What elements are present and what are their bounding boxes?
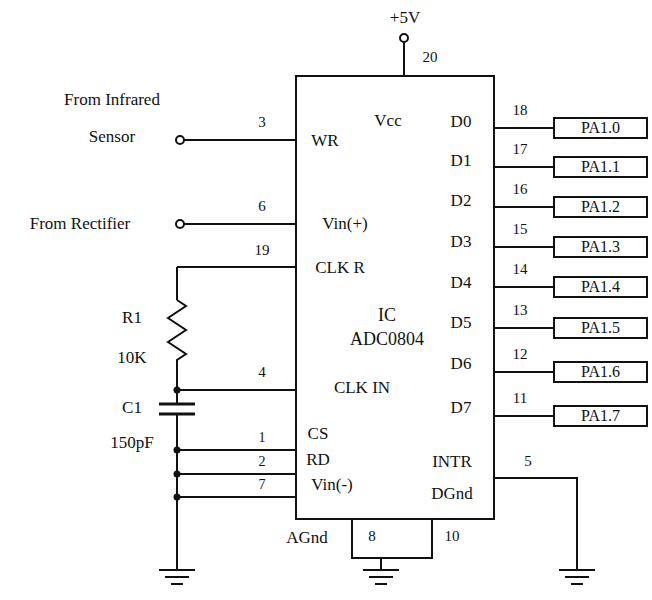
pin-name: CLK IN [334,378,390,398]
port-label: PA1.2 [581,198,620,216]
port-box: PA1.6 [553,361,648,383]
pin-number: 16 [513,181,528,198]
port-box: PA1.0 [553,117,648,139]
ground-symbol [363,570,399,584]
pin-name: D2 [451,191,472,211]
wire [184,223,295,225]
wire [352,520,432,558]
port-label: PA1.0 [581,119,620,137]
pin-name: CS [308,424,329,444]
pin-number: 19 [255,242,270,259]
component-label: C1 [122,398,142,418]
pin-name: RD [306,450,330,470]
pin-name: DGnd [431,484,473,504]
junction-dot [174,471,181,478]
pin-name: Vin(+) [322,214,367,234]
ic-chip: IC ADC0804 [295,75,495,520]
component-value: 150pF [110,433,153,453]
wire [177,266,295,268]
port-label: PA1.1 [581,158,620,176]
pin-name: AGnd [286,528,328,548]
port-box: PA1.5 [553,317,648,339]
junction-dot [174,494,181,501]
port-box: PA1.4 [553,276,648,298]
pin-name: D4 [451,273,472,293]
pin-name: Vcc [374,111,401,131]
wire [177,449,295,451]
wire [176,414,178,570]
junction-dot [174,447,181,454]
wire [176,368,178,404]
pin-number: 20 [423,49,438,66]
pin-number: 3 [258,114,266,131]
data-wire [495,166,553,168]
pin-name: D0 [451,112,472,132]
pin-name: Vin(-) [311,475,352,495]
data-wire [495,327,553,329]
pin-number: 10 [445,528,460,545]
signal-label: From Rectifier [30,214,131,234]
port-label: PA1.7 [581,407,620,425]
pin-number: 12 [513,346,528,363]
pin-number: 6 [258,198,266,215]
pin-number: 13 [513,302,528,319]
port-label: PA1.6 [581,363,620,381]
port-box: PA1.7 [553,405,648,427]
pin-number: 4 [258,364,266,381]
supply-label: +5V [390,8,420,28]
terminal [176,136,184,144]
data-wire [495,127,553,129]
ground-symbol [159,570,195,584]
pin-name: WR [311,131,338,151]
capacitor-symbol [159,403,195,406]
pin-name: INTR [432,452,472,472]
pin-number: 5 [524,453,532,470]
data-wire [495,415,553,417]
port-label: PA1.5 [581,319,620,337]
wire [403,42,405,75]
pin-name: D5 [451,313,472,333]
pin-number: 14 [513,261,528,278]
component-label: R1 [122,308,142,328]
wire [177,389,295,391]
port-label: PA1.3 [581,238,620,256]
pin-name: D6 [451,354,472,374]
component-value: 10K [117,348,146,368]
wire [380,558,382,570]
resistor-symbol [168,300,186,368]
pin-number: 17 [513,141,528,158]
pin-number: 1 [259,430,266,446]
pin-number: 8 [368,528,376,545]
port-box: PA1.2 [553,196,648,218]
data-wire [495,206,553,208]
junction-dot [174,387,181,394]
signal-label: From Infrared Sensor [56,81,168,155]
data-wire [495,246,553,248]
pin-number: 2 [259,454,266,470]
ground-symbol [559,570,595,584]
pin-number: 11 [513,390,527,407]
data-wire [495,286,553,288]
terminal [400,34,408,42]
chip-name: IC ADC0804 [347,303,427,351]
terminal [176,220,184,228]
port-box: PA1.1 [553,156,648,178]
wire [495,478,577,570]
wire [184,139,295,141]
pin-number: 7 [259,477,266,493]
port-label: PA1.4 [581,278,620,296]
pin-number: 15 [513,221,528,238]
port-box: PA1.3 [553,236,648,258]
wire [177,496,295,498]
data-wire [495,371,553,373]
wire [177,473,295,475]
pin-name: D1 [451,151,472,171]
pin-number: 18 [513,102,528,119]
pin-name: CLK R [315,258,365,278]
pin-name: D7 [451,398,472,418]
wire [176,267,178,300]
pin-name: D3 [451,232,472,252]
